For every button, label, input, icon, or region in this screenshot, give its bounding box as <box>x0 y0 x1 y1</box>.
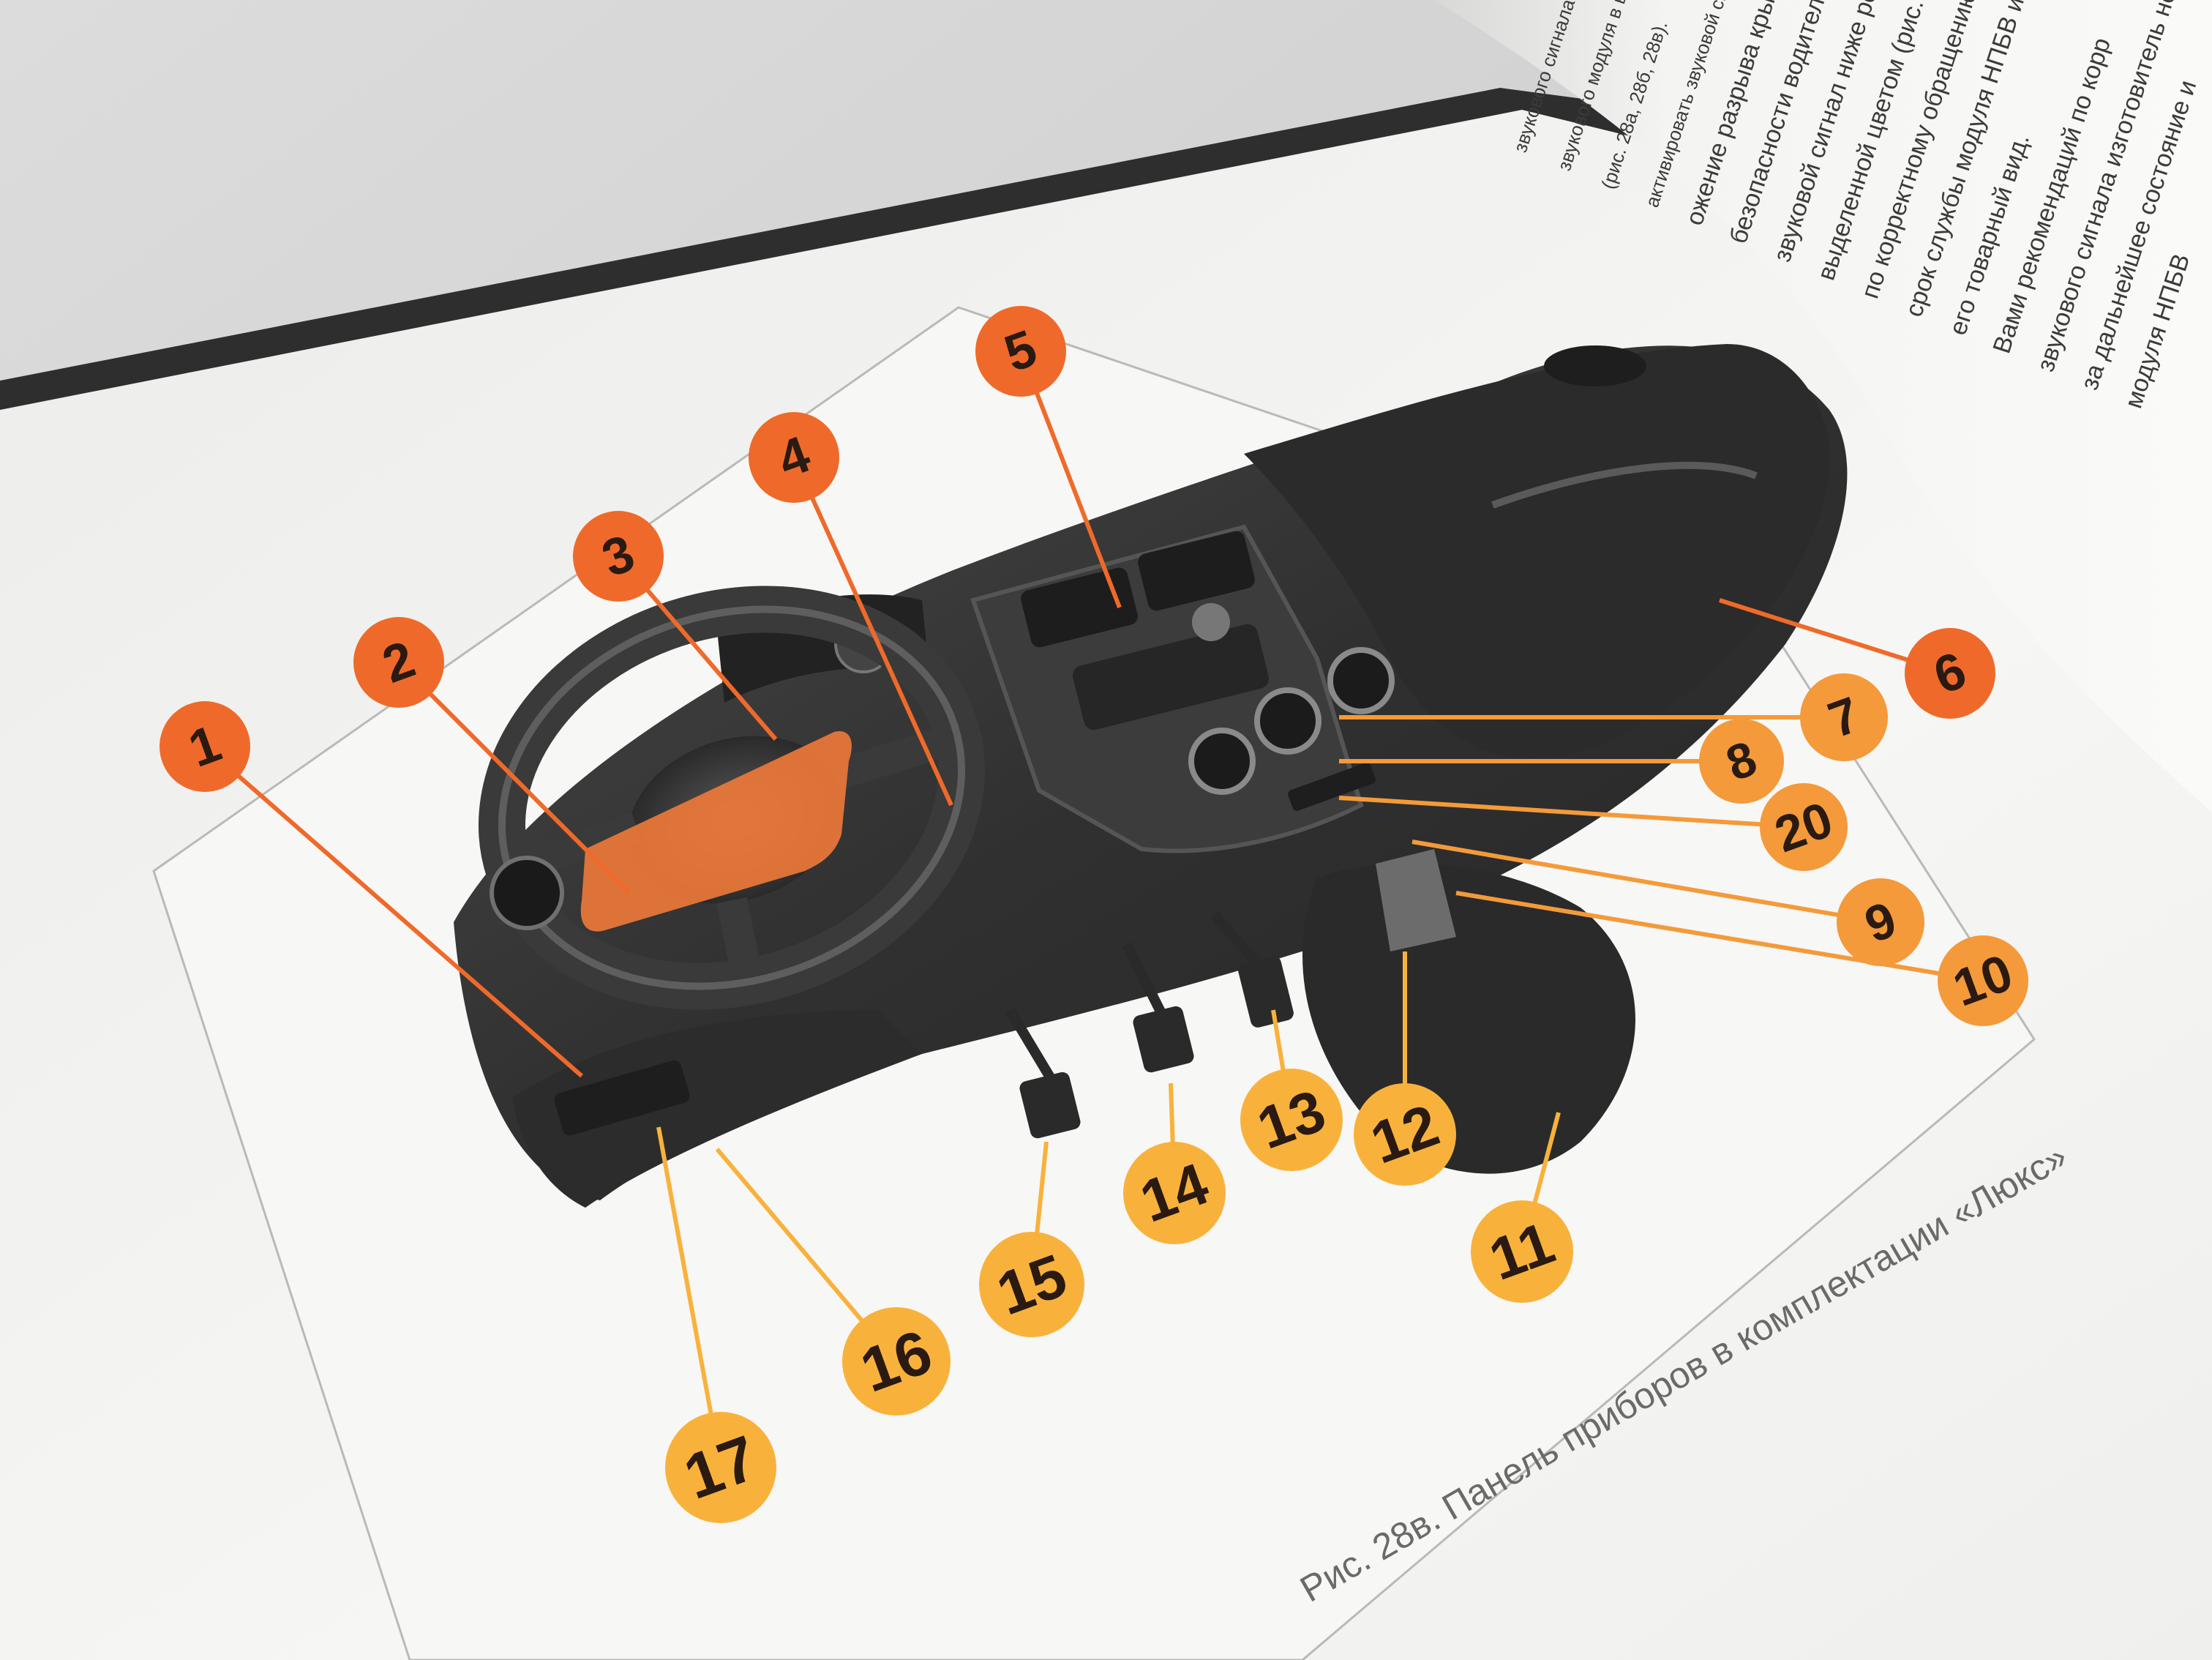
horn-zone-highlight <box>580 731 852 932</box>
climate-knob-3 <box>1327 647 1395 714</box>
callout-circle-15 <box>979 1232 1084 1337</box>
climate-knob-2 <box>1254 687 1321 755</box>
callout-leader-17 <box>656 1126 723 1468</box>
callout-leader-lines <box>203 350 1984 1468</box>
air-vent-center-left <box>1021 567 1138 648</box>
callout-15: 15 <box>979 1232 1084 1337</box>
callout-leader-1 <box>203 744 583 1078</box>
light-switch-block <box>554 1060 690 1136</box>
air-vent-left <box>490 856 564 930</box>
callout-16: 16 <box>842 1307 951 1416</box>
callout-circle-8 <box>1699 719 1784 804</box>
callout-circle-2 <box>353 617 444 708</box>
facing-page <box>1434 0 2212 812</box>
dashboard-illustration <box>454 344 1848 1208</box>
clutch-pedal <box>1019 1072 1081 1139</box>
callout-13: 13 <box>1240 1069 1343 1171</box>
callout-6: 6 <box>1905 628 1995 719</box>
callout-leader-5 <box>1019 350 1122 609</box>
callout-2: 2 <box>353 617 444 708</box>
air-vent-center-right <box>1138 531 1255 611</box>
callout-circle-3 <box>573 511 664 602</box>
callout-leader-4 <box>792 456 953 807</box>
callout-9: 9 <box>1837 878 1924 966</box>
callout-7: 7 <box>1800 673 1888 761</box>
callout-1: 1 <box>160 701 250 792</box>
callout-circle-6 <box>1905 628 1995 719</box>
callout-leader-9 <box>1411 840 1881 924</box>
callout-circle-5 <box>975 306 1066 397</box>
callout-12: 12 <box>1354 1083 1456 1186</box>
accelerator-pedal <box>1238 956 1294 1028</box>
callout-8: 8 <box>1699 719 1784 804</box>
callout-leader-2 <box>397 660 631 895</box>
gear-shifter <box>1376 849 1456 951</box>
glovebox <box>1244 344 1831 759</box>
callout-17: 17 <box>665 1412 776 1523</box>
callout-leader-10 <box>1455 891 1984 983</box>
callout-5: 5 <box>975 306 1066 397</box>
callout-11: 11 <box>1471 1200 1573 1303</box>
brake-pedal <box>1133 1006 1194 1073</box>
climate-knob-1 <box>1188 728 1256 795</box>
callout-10: 10 <box>1938 935 2028 1026</box>
callout-circle-1 <box>160 701 250 792</box>
callout-circle-4 <box>749 412 839 503</box>
callout-circle-13 <box>1240 1069 1343 1171</box>
callout-circle-7 <box>1800 673 1888 761</box>
callout-14: 14 <box>1123 1142 1226 1244</box>
callout-3: 3 <box>573 511 664 602</box>
callout-circle-9 <box>1837 878 1924 966</box>
callout-circle-12 <box>1354 1083 1456 1186</box>
radio-knob <box>1192 603 1230 641</box>
air-vent-right <box>1544 345 1646 386</box>
callout-circle-20 <box>1760 783 1848 871</box>
callout-circle-17 <box>665 1412 776 1523</box>
switch-panel <box>1288 763 1376 811</box>
callout-circle-11 <box>1471 1200 1573 1303</box>
callout-circle-10 <box>1938 935 2028 1026</box>
callout-circle-14 <box>1123 1142 1226 1244</box>
callout-20: 20 <box>1760 783 1848 871</box>
callout-4: 4 <box>749 412 839 503</box>
callout-circle-16 <box>842 1307 951 1416</box>
radio-unit <box>1072 624 1270 730</box>
callout-leader-20 <box>1338 796 1804 829</box>
